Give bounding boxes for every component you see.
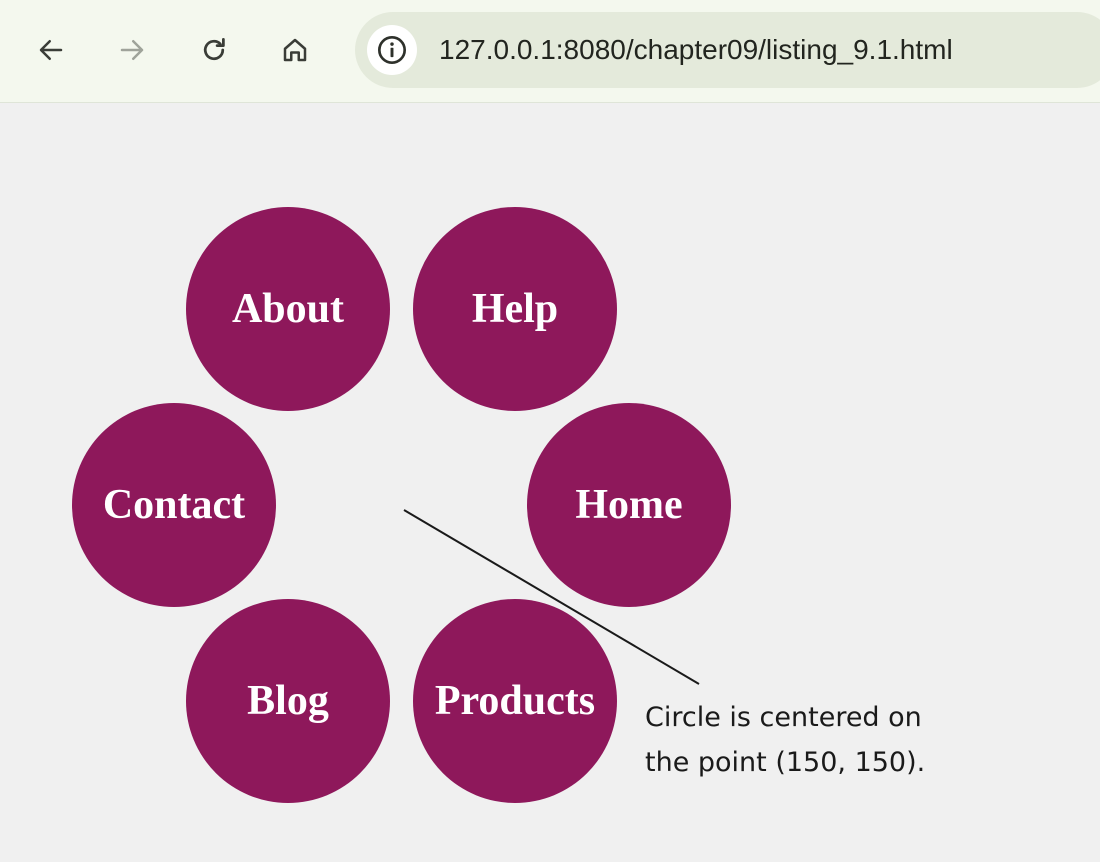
browser-toolbar: 127.0.0.1:8080/chapter09/listing_9.1.htm… (0, 0, 1100, 103)
callout-annotation: Circle is centered on the point (150, 15… (645, 695, 1005, 785)
home-icon (283, 38, 307, 62)
callout-line-2: the point (150, 150). (645, 747, 926, 778)
menu-item-blog[interactable]: Blog (186, 599, 390, 803)
url-text[interactable]: 127.0.0.1:8080/chapter09/listing_9.1.htm… (439, 34, 953, 65)
menu-item-contact[interactable]: Contact (72, 403, 276, 607)
reload-icon (203, 38, 225, 61)
menu-item-products[interactable]: Products (413, 599, 617, 803)
site-info-button[interactable] (367, 25, 417, 75)
forward-button[interactable] (108, 26, 156, 74)
back-button[interactable] (27, 26, 75, 74)
callout-line-1: Circle is centered on (645, 702, 922, 733)
forward-arrow-icon (120, 40, 144, 60)
home-button[interactable] (271, 26, 319, 74)
reload-button[interactable] (190, 26, 238, 74)
address-bar[interactable]: 127.0.0.1:8080/chapter09/listing_9.1.htm… (355, 12, 1100, 88)
menu-item-about[interactable]: About (186, 207, 390, 411)
page-content: About Help Contact Home Blog Products Ci… (0, 103, 1100, 862)
back-arrow-icon (39, 40, 63, 60)
menu-item-home[interactable]: Home (527, 403, 731, 607)
menu-item-help[interactable]: Help (413, 207, 617, 411)
info-icon (378, 36, 406, 64)
